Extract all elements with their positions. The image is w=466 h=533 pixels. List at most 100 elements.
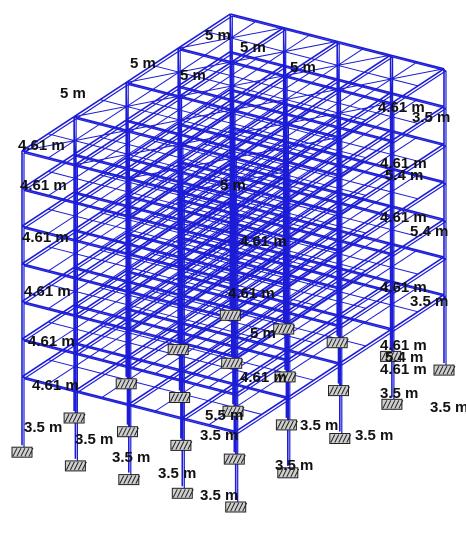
beam-member-x[interactable] — [390, 242, 445, 258]
joist-member[interactable] — [153, 301, 208, 316]
beam-member-x[interactable] — [337, 153, 391, 169]
beam-member-x-edge[interactable] — [285, 29, 340, 44]
joist-member[interactable] — [310, 95, 365, 111]
joist-member[interactable] — [205, 229, 260, 244]
joist-member[interactable] — [153, 263, 208, 278]
joist-member[interactable] — [204, 218, 258, 234]
beam-member-y-edge[interactable] — [341, 217, 395, 253]
joist-member[interactable] — [101, 222, 156, 237]
beam-member-y-edge[interactable] — [129, 97, 182, 133]
roof-brace[interactable] — [284, 75, 287, 124]
beam-member-y-edge[interactable] — [23, 193, 77, 229]
joist-member[interactable] — [101, 297, 156, 313]
joist-member[interactable] — [99, 249, 154, 265]
joist-member[interactable] — [47, 246, 102, 261]
joist-member[interactable] — [257, 232, 312, 248]
beam-member-x-edge[interactable] — [130, 367, 185, 383]
joist-member[interactable] — [154, 348, 209, 364]
beam-member-x-edge[interactable] — [236, 159, 290, 174]
beam-member-y-edge[interactable] — [127, 49, 181, 86]
joist-member[interactable] — [205, 116, 260, 131]
beam-member-x-edge[interactable] — [340, 90, 395, 106]
joist-member[interactable] — [47, 321, 102, 337]
beam-member-x-edge[interactable] — [130, 217, 185, 233]
roof-brace[interactable] — [232, 109, 235, 158]
joist-member[interactable] — [206, 201, 261, 217]
beam-member-x-edge[interactable] — [23, 302, 78, 318]
beam-member-y-edge[interactable] — [237, 398, 291, 435]
roof-brace[interactable] — [231, 61, 234, 110]
joist-member[interactable] — [204, 181, 258, 196]
beam-member-x-edge[interactable] — [23, 152, 78, 168]
joist-member[interactable] — [205, 153, 260, 169]
joist-member[interactable] — [205, 266, 260, 282]
joist-member[interactable] — [260, 253, 314, 268]
roof-brace[interactable] — [125, 82, 128, 131]
joist-member[interactable] — [312, 181, 367, 196]
joist-member[interactable] — [208, 325, 262, 340]
joist-member[interactable] — [47, 283, 102, 299]
beam-member-y[interactable] — [235, 283, 289, 320]
beam-member-x-edge[interactable] — [23, 340, 78, 356]
joist-member[interactable] — [310, 246, 365, 261]
beam-member-y[interactable] — [125, 160, 179, 197]
beam-member-x[interactable] — [21, 300, 76, 316]
beam-member-y-edge[interactable] — [341, 255, 395, 291]
joist-member[interactable] — [154, 311, 209, 326]
joist-member[interactable] — [205, 191, 260, 207]
beam-member-x-edge[interactable] — [339, 42, 393, 58]
beam-member-y-edge[interactable] — [289, 364, 343, 400]
beam-member-x[interactable] — [21, 225, 76, 241]
joist-member[interactable] — [206, 164, 261, 179]
beam-member-y-edge[interactable] — [341, 142, 395, 178]
beam-member-y[interactable] — [235, 396, 289, 433]
beam-member-x-edge[interactable] — [184, 419, 238, 435]
beam-member-y-edge[interactable] — [233, 29, 287, 65]
beam-member-y-edge[interactable] — [289, 138, 343, 174]
beam-member-x-edge[interactable] — [392, 56, 447, 72]
roof-brace[interactable] — [177, 48, 181, 97]
beam-member-x-edge[interactable] — [75, 118, 130, 133]
beam-member-x-edge[interactable] — [77, 241, 131, 257]
joist-member[interactable] — [364, 147, 419, 162]
joist-member[interactable] — [47, 170, 102, 186]
beam-member-x[interactable] — [337, 228, 391, 245]
beam-member-x-edge[interactable] — [184, 268, 238, 284]
beam-member-x-edge[interactable] — [77, 203, 131, 219]
beam-member-x[interactable] — [75, 314, 129, 330]
roof-brace[interactable] — [180, 144, 183, 193]
joist-member[interactable] — [260, 290, 314, 306]
beam-member-y[interactable] — [235, 208, 289, 244]
beam-member-y-edge[interactable] — [393, 296, 447, 332]
beam-member-x-edge[interactable] — [23, 265, 78, 281]
beam-member-x-edge[interactable] — [77, 278, 131, 294]
beam-member-y-edge[interactable] — [340, 56, 393, 92]
joist-member[interactable] — [364, 184, 419, 200]
joist-member[interactable] — [154, 273, 209, 289]
joist-member[interactable] — [152, 290, 206, 306]
joist-member[interactable] — [208, 287, 262, 302]
beam-member-y[interactable] — [235, 170, 289, 207]
beam-member-y-edge[interactable] — [237, 361, 291, 397]
joist-member[interactable] — [101, 335, 156, 350]
beam-member-x[interactable] — [230, 126, 284, 142]
joist-member[interactable] — [206, 277, 261, 292]
beam-member-x-edge[interactable] — [129, 131, 184, 147]
beam-member-y-edge[interactable] — [289, 251, 343, 287]
joist-member[interactable] — [152, 177, 206, 193]
beam-member-y-edge[interactable] — [289, 176, 343, 212]
joist-member[interactable] — [208, 362, 262, 378]
joist-member[interactable] — [99, 287, 154, 302]
beam-member-x[interactable] — [337, 78, 391, 94]
beam-member-y-edge[interactable] — [393, 183, 447, 219]
roof-brace[interactable] — [336, 41, 339, 90]
beam-member-x-edge[interactable] — [23, 378, 78, 394]
joist-member[interactable] — [312, 143, 367, 159]
beam-member-x[interactable] — [230, 201, 284, 217]
joist-member[interactable] — [206, 239, 261, 255]
beam-member-y-edge[interactable] — [234, 77, 288, 113]
joist-member[interactable] — [258, 129, 313, 145]
joist-member[interactable] — [204, 143, 258, 159]
beam-member-y[interactable] — [177, 50, 231, 87]
